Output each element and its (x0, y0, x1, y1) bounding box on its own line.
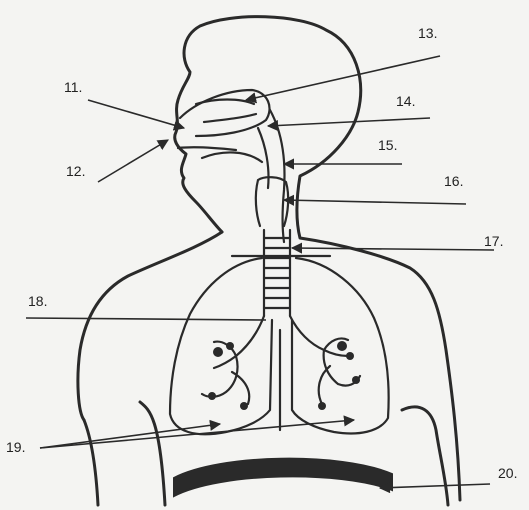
left-arm-inner (140, 402, 165, 505)
alveoli-right (337, 341, 347, 351)
label-14: 14. (396, 94, 415, 108)
right-arm-inner (402, 407, 448, 505)
diaphragm (174, 459, 392, 496)
label-20: 20. (498, 466, 517, 480)
label-13: 13. (418, 26, 437, 40)
pointer-17 (292, 248, 494, 250)
trachea-rings (264, 238, 290, 308)
pharynx-back (270, 110, 284, 242)
label-15: 15. (378, 138, 397, 152)
pointer-20 (380, 484, 490, 488)
upper-lip-line (178, 147, 236, 150)
label-17: 17. (484, 234, 503, 248)
tongue (202, 152, 262, 162)
label-11: 11. (64, 80, 82, 94)
left-arm-outline (84, 420, 98, 505)
alveoli-left (213, 347, 223, 357)
lung-left (170, 258, 272, 434)
label-16: 16. (444, 174, 463, 188)
pointer-12 (98, 140, 168, 182)
label-18: 18. (28, 294, 47, 308)
pointer-14 (268, 118, 430, 126)
label-19: 19. (6, 440, 25, 454)
label-12: 12. (66, 164, 85, 178)
pointer-16 (284, 200, 466, 204)
pointer-11 (88, 100, 184, 128)
left-shoulder-outline (78, 232, 222, 420)
pointer-19a (40, 424, 220, 448)
nasal-cavity-inner (196, 100, 256, 123)
pointer-18 (26, 318, 266, 320)
